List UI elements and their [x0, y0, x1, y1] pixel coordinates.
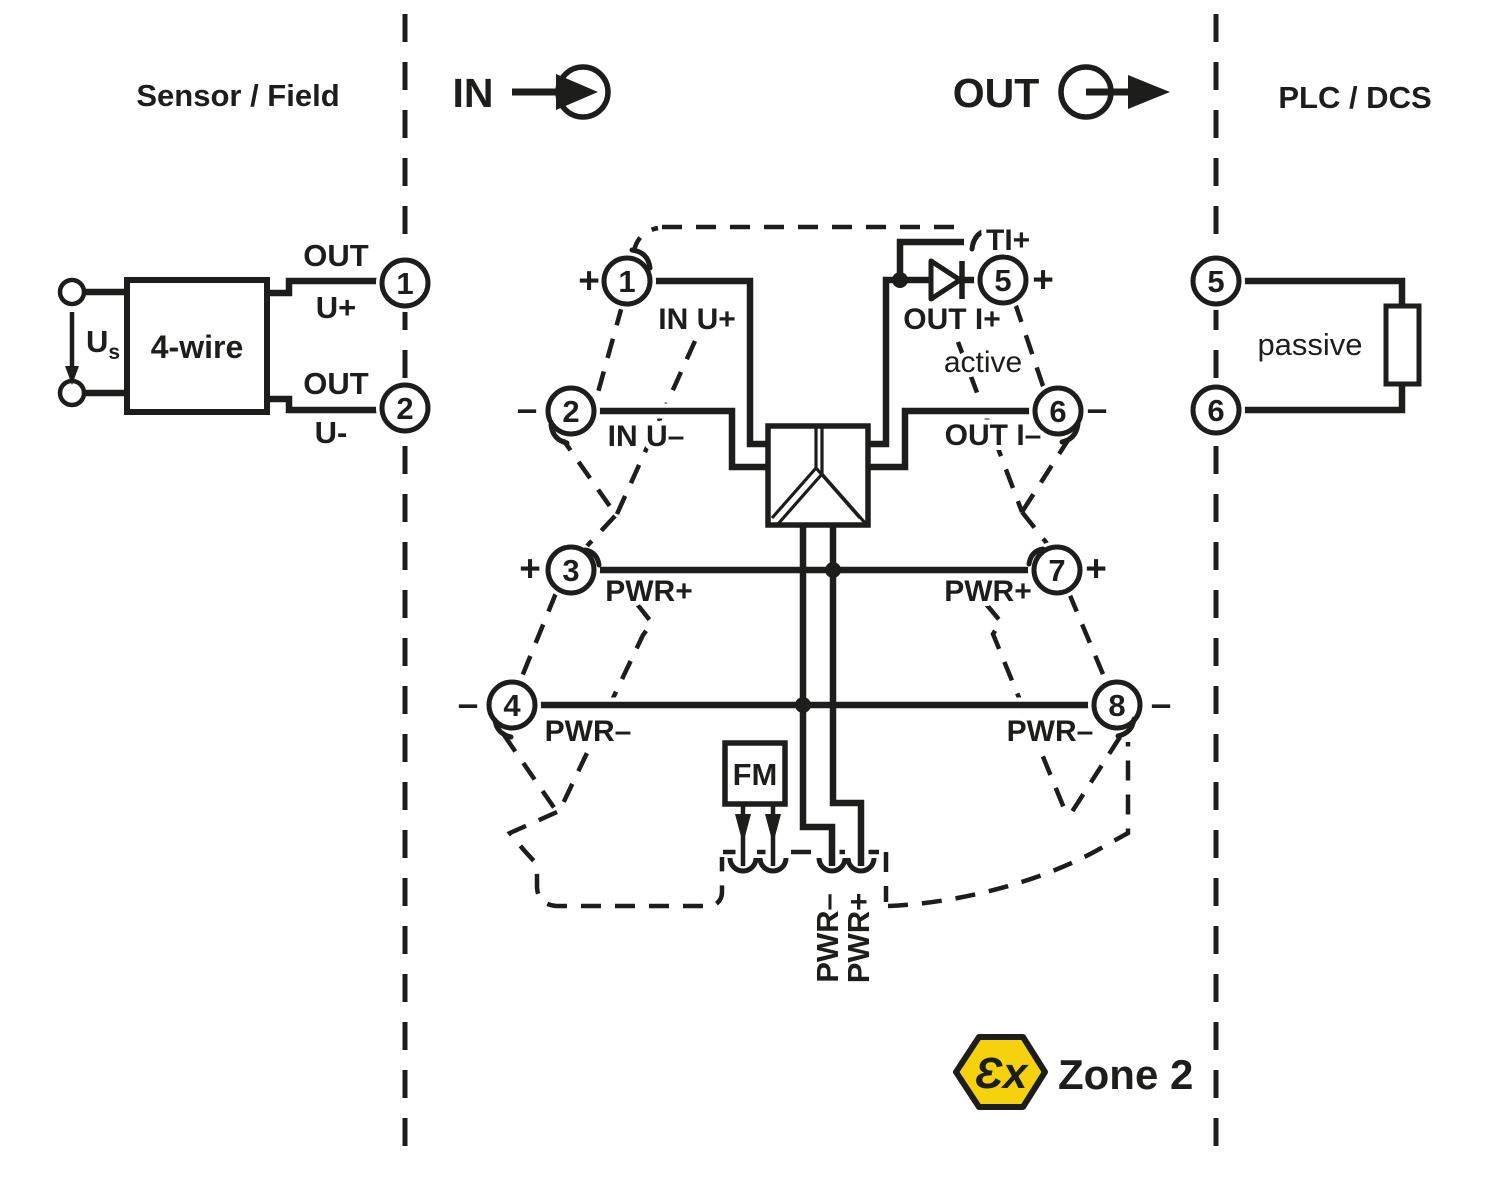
in-direction-icon — [512, 64, 611, 120]
label-out-i-minus: OUT I– — [945, 419, 1042, 452]
label-pwr-minus-right: PWR– — [1007, 715, 1094, 748]
sign-terminal-5: + — [1032, 259, 1054, 300]
ex-atex-icon: Ɛx — [953, 1034, 1048, 1110]
label-pwr-plus-left: PWR+ — [605, 575, 693, 608]
sensor-out-top-label: OUT — [303, 238, 369, 273]
module-terminal-8: 8 — [1088, 676, 1146, 734]
terminal-number: 1 — [396, 266, 413, 301]
terminal-number: 4 — [503, 688, 521, 723]
ex-symbol-glyph: Ɛx — [975, 1049, 1029, 1098]
label-fm: FM — [733, 757, 778, 792]
module-terminal-4: 4 — [483, 676, 541, 734]
terminal-number: 1 — [618, 264, 635, 299]
plug-socket-icons — [727, 857, 877, 874]
supply-voltage-symbol: U — [86, 324, 108, 359]
sensor-panel-wiring — [57, 277, 383, 414]
out-direction-icon — [1058, 64, 1170, 120]
module-terminal-6: 6 — [1029, 382, 1087, 440]
module-terminal-2: 2 — [542, 382, 600, 440]
label-plug-pwr-plus: PWR+ — [841, 893, 876, 983]
junction-dot-pwr-minus — [795, 697, 811, 713]
header-plc-dcs: PLC / DCS — [1278, 80, 1431, 115]
terminal-number: 3 — [562, 553, 579, 588]
polarity-signs: + – + – + – + – — [458, 259, 1172, 724]
terminal-circles: 1 2 5 6 1 2 3 4 5 6 7 8 — [376, 251, 1245, 734]
sign-terminal-8: – — [1151, 683, 1172, 724]
us-arrow-head-icon — [65, 366, 79, 385]
four-wire-sensor-box — [124, 277, 270, 415]
sign-terminal-6: – — [1087, 388, 1108, 429]
module-terminal-1: 1 — [598, 252, 656, 310]
terminal-number: 2 — [562, 394, 579, 429]
four-wire-label: 4-wire — [151, 329, 243, 365]
module-terminal-5: 5 — [974, 251, 1032, 309]
module-terminal-3: 3 — [542, 541, 600, 599]
sign-terminal-4: – — [458, 683, 479, 724]
label-active: active — [944, 346, 1022, 379]
sign-terminal-1: + — [578, 260, 600, 301]
terminal-number: 6 — [1049, 394, 1066, 429]
label-zone-2: Zone 2 — [1058, 1051, 1193, 1098]
label-pwr-minus-left: PWR– — [545, 715, 632, 748]
header-out: OUT — [953, 70, 1040, 116]
terminal-number: 6 — [1207, 393, 1224, 428]
boundary-terminal-5: 5 — [1187, 252, 1245, 310]
module-housing-outline — [502, 224, 1131, 909]
boundary-terminal-2: 2 — [376, 379, 434, 437]
header-sensor-field: Sensor / Field — [136, 78, 339, 113]
sign-terminal-7: + — [1085, 548, 1107, 589]
header-in: IN — [453, 70, 494, 116]
terminal-number: 5 — [994, 263, 1011, 298]
fm-arrow-head-icon — [765, 814, 781, 844]
boundary-terminal-6: 6 — [1187, 381, 1245, 439]
plc-panel-wiring — [1238, 277, 1422, 414]
label-in-u-plus: IN U+ — [658, 303, 736, 336]
label-out-i-plus: OUT I+ — [903, 303, 1001, 336]
junction-dot-out — [892, 272, 908, 288]
terminal-number: 8 — [1108, 688, 1125, 723]
module-terminal-7: 7 — [1028, 541, 1086, 599]
load-resistor-icon — [1383, 303, 1422, 387]
fm-box — [722, 740, 788, 807]
boundary-terminal-1: 1 — [376, 254, 434, 312]
terminal-number: 7 — [1048, 553, 1065, 588]
label-pwr-plus-right: PWR+ — [944, 575, 1032, 608]
sensor-uplus-label: U+ — [316, 290, 357, 325]
label-ti-plus: TI+ — [986, 224, 1030, 257]
diode-icon — [928, 258, 965, 302]
supply-voltage-label: Us — [86, 324, 120, 364]
sensor-out-bottom-label: OUT — [303, 366, 369, 401]
sensor-uminus-label: U- — [315, 415, 348, 450]
wire-halos — [534, 234, 1095, 866]
module-wiring — [534, 238, 1095, 866]
fm-arrow-head-icon — [735, 814, 751, 844]
label-passive: passive — [1257, 327, 1362, 362]
terminal-number: 2 — [396, 391, 413, 426]
galvanic-isolation-icon — [770, 428, 868, 526]
terminal-number: 5 — [1207, 264, 1224, 299]
fm-arrows — [735, 804, 781, 866]
sign-terminal-2: – — [517, 388, 538, 429]
terminal-plug-hooks — [492, 226, 1137, 740]
label-in-u-minus: IN U– — [608, 420, 685, 453]
sign-terminal-3: + — [519, 548, 541, 589]
label-plug-pwr-minus: PWR– — [810, 893, 845, 983]
supply-voltage-subscript: s — [108, 341, 120, 364]
sensor-terminal-top-circle — [57, 277, 87, 307]
junction-dot-pwr-plus — [825, 562, 841, 578]
